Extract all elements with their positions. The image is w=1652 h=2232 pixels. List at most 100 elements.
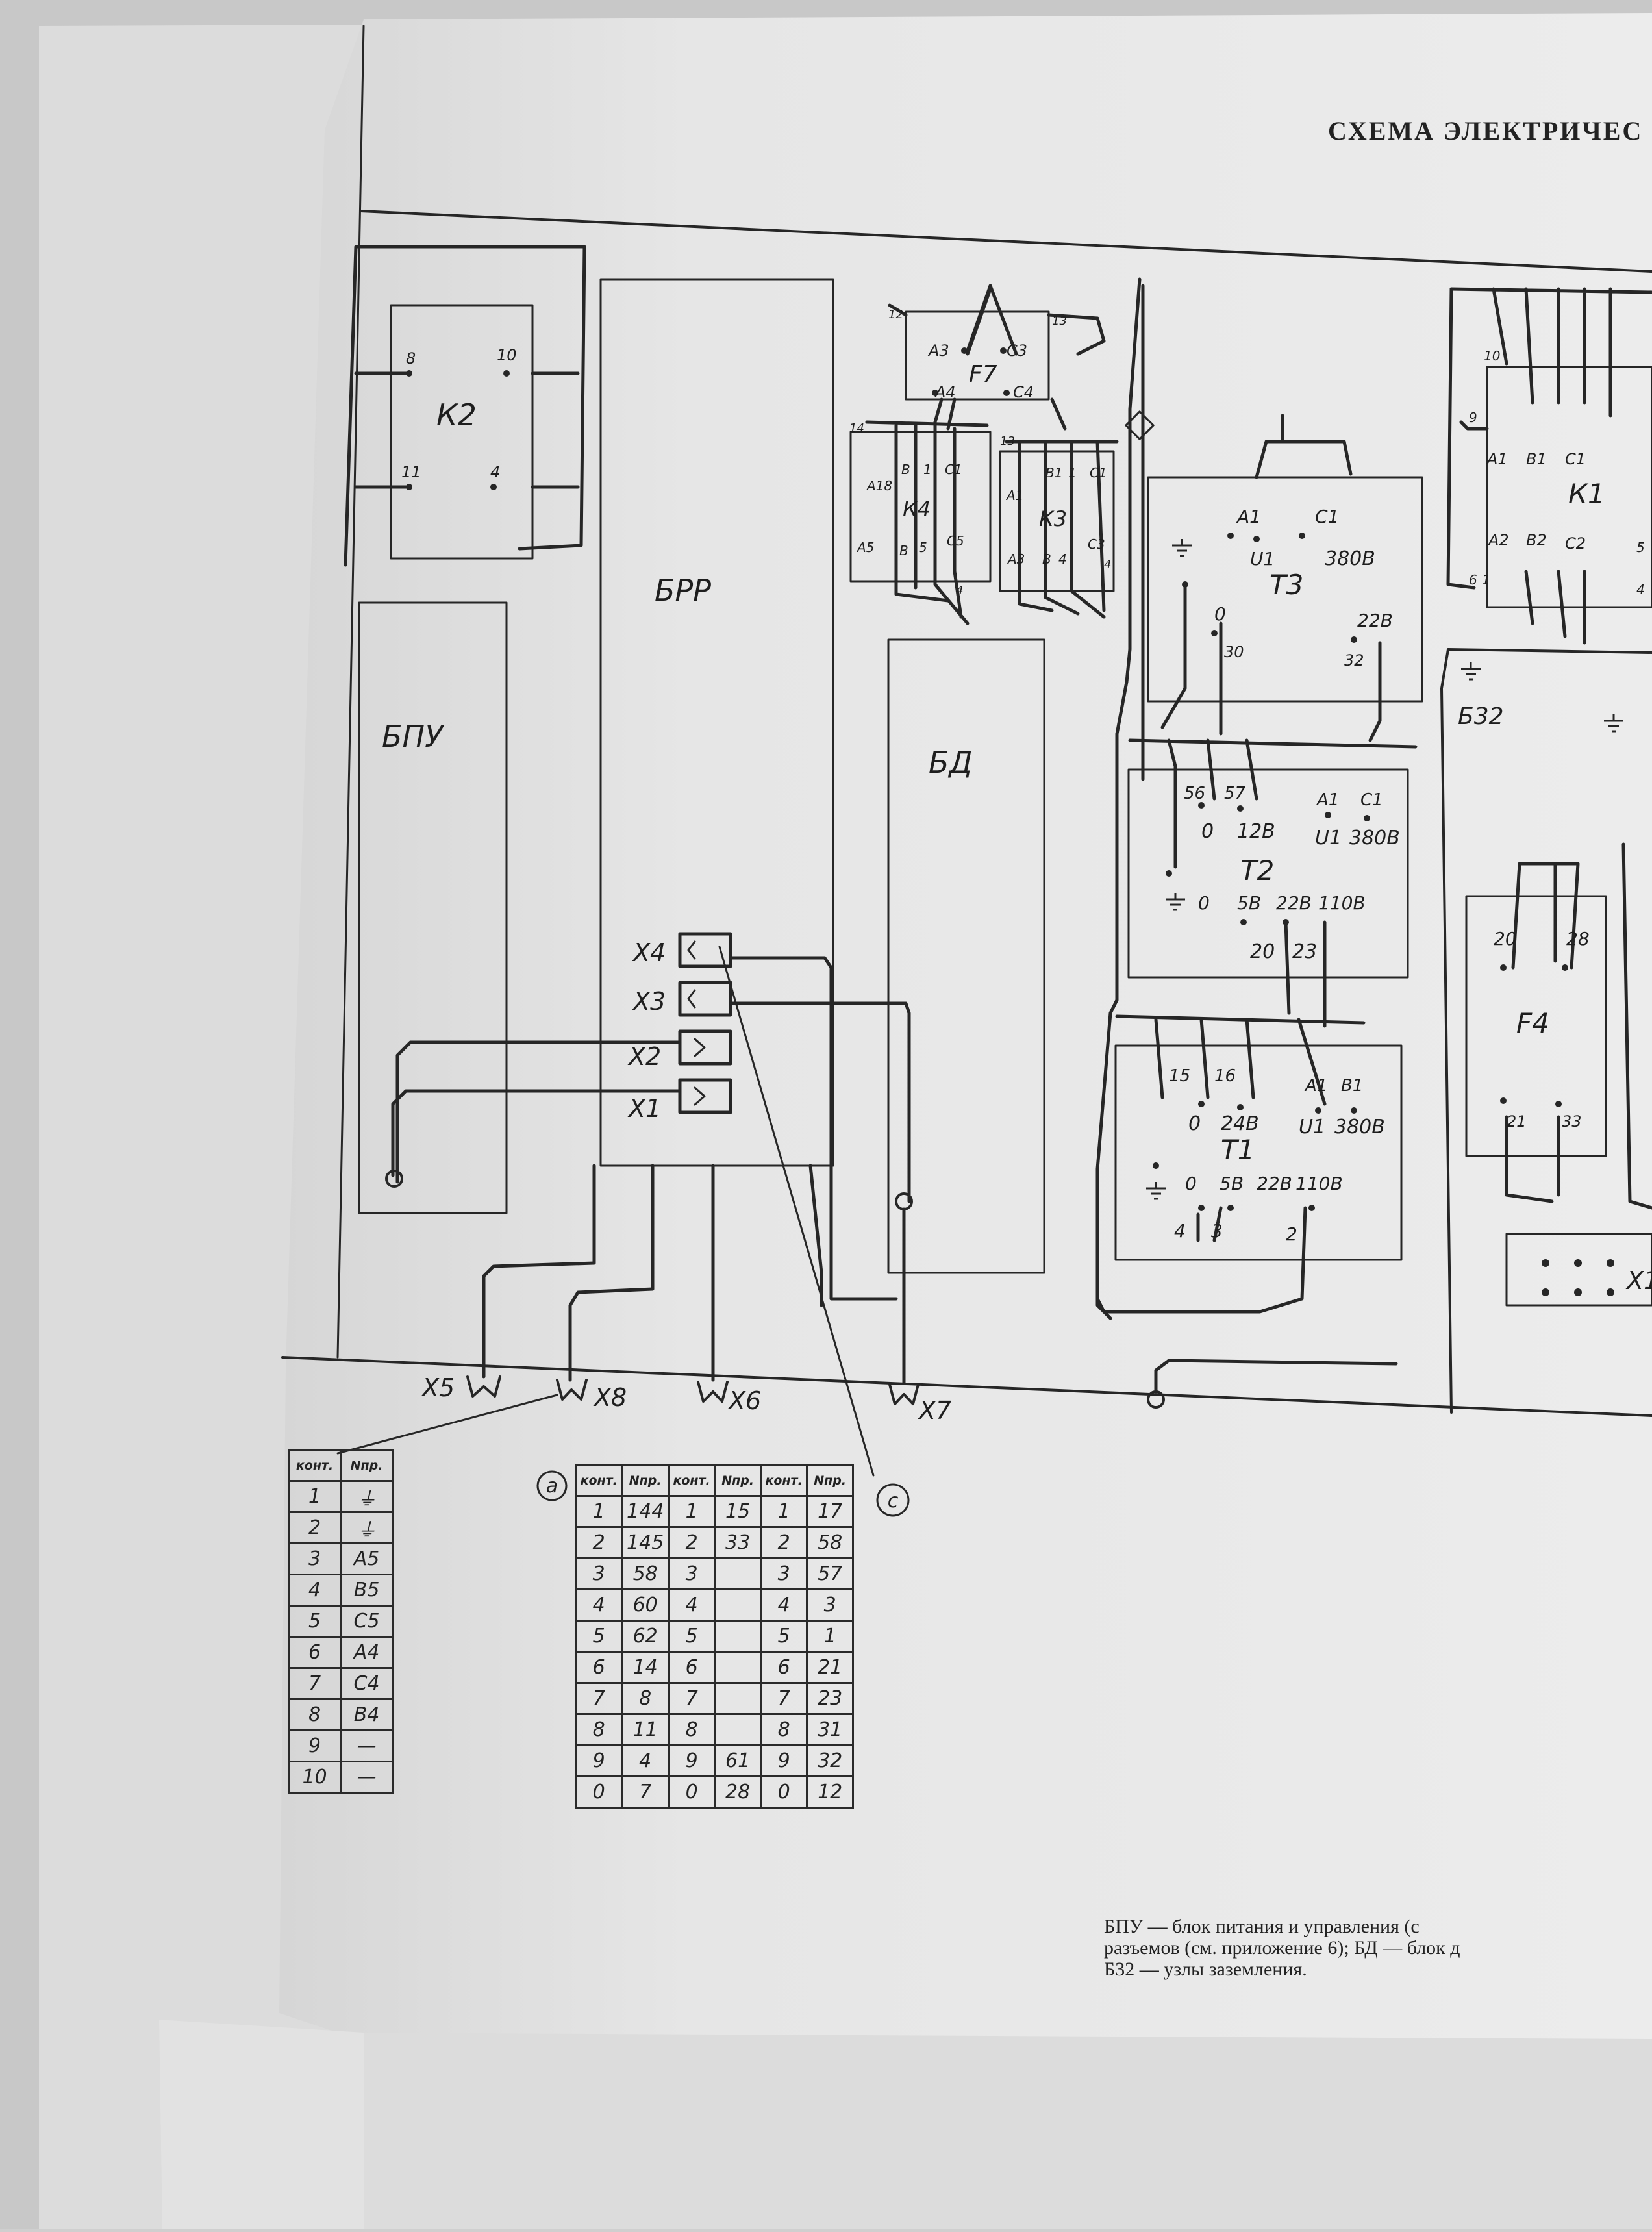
k3-pin-label: В1 xyxy=(1045,465,1062,481)
connector-chevrons xyxy=(687,940,706,1106)
table-cell: 7 xyxy=(759,1682,808,1715)
f4-pin-label: 33 xyxy=(1562,1112,1582,1131)
b32-frame xyxy=(1440,648,1652,1414)
table-header-cell: Nпр. xyxy=(714,1464,762,1497)
table-cell xyxy=(714,1588,762,1622)
x1-socket-label: X1 xyxy=(1625,1266,1652,1295)
table-cell: 2 xyxy=(759,1526,808,1559)
x6-label: X6 xyxy=(727,1386,761,1415)
k4-pin-label: 4 xyxy=(956,584,963,597)
callout-a-circle xyxy=(536,1470,568,1501)
x1-connector xyxy=(678,1078,732,1114)
table-row: 10— xyxy=(287,1761,394,1794)
t2-pin-label: 12В xyxy=(1237,820,1275,843)
k3-pin-label: А1 xyxy=(1005,488,1023,503)
f4-pin-label: 28 xyxy=(1566,928,1590,949)
k4-pin-label: В xyxy=(901,462,910,477)
k3-wires xyxy=(1005,440,1119,619)
x3-wire xyxy=(729,1001,911,1203)
k1-block xyxy=(1486,366,1652,608)
table-cell: — xyxy=(340,1761,394,1794)
x3-connector xyxy=(678,981,732,1017)
t3-pin-label: 22В xyxy=(1357,610,1393,631)
k1-pin-label: А2 xyxy=(1487,531,1509,549)
k2-label: К2 xyxy=(436,397,477,433)
table-cell: 58 xyxy=(806,1526,854,1559)
k4-pin-label: С5 xyxy=(947,533,964,549)
table-cell: 9 xyxy=(574,1744,623,1777)
f7-label: F7 xyxy=(969,361,997,388)
table-cell xyxy=(714,1557,762,1590)
table-cell: 5 xyxy=(287,1605,342,1638)
f7-pin-label: А4 xyxy=(934,383,956,401)
table-cell: 3 xyxy=(667,1557,716,1590)
t3-pin-label: С1 xyxy=(1315,506,1339,527)
f4-label: F4 xyxy=(1516,1007,1549,1039)
t1-pin-label: 24В xyxy=(1221,1112,1259,1135)
bpu-terminal xyxy=(385,1170,403,1188)
table-cell: 145 xyxy=(621,1526,670,1559)
k1-pin-label: В1 xyxy=(1526,450,1547,468)
t1-pin-label: А1 xyxy=(1304,1076,1327,1096)
table-row: 2⏚ xyxy=(287,1511,394,1544)
frame-top-line xyxy=(359,210,1652,273)
table-cell: 0 xyxy=(574,1775,623,1809)
k4-pin-label: С1 xyxy=(945,462,962,477)
k2-pin-label: 10 xyxy=(497,346,517,364)
t2-pin-label: 110В xyxy=(1318,892,1366,914)
table-cell: 62 xyxy=(621,1620,670,1653)
t2-pin-label: А1 xyxy=(1316,790,1339,810)
t1-pin-label: 15 xyxy=(1169,1066,1190,1086)
table-cell: В5 xyxy=(340,1574,394,1607)
table-cell: 7 xyxy=(667,1682,716,1715)
table-cell: — xyxy=(340,1729,394,1762)
page-title: СХЕМА ЭЛЕКТРИЧЕС xyxy=(1328,116,1644,145)
t2-pin-label: U1 xyxy=(1315,827,1342,849)
k3-pin-label: С3 xyxy=(1088,536,1105,552)
x8-label: X8 xyxy=(593,1383,627,1412)
table-cell: 3 xyxy=(574,1557,623,1590)
table-cell: 1 xyxy=(574,1495,623,1528)
table-cell: 21 xyxy=(806,1651,854,1684)
table-header-cell: конт. xyxy=(667,1464,716,1497)
t2-pin-label: 57 xyxy=(1224,784,1246,803)
table-cell: 5 xyxy=(574,1620,623,1653)
table-cell: 32 xyxy=(806,1744,854,1777)
k4-wires xyxy=(865,420,989,625)
caption-line: разъемов (см. приложение 6); БД — блок д xyxy=(1104,1937,1460,1959)
table-cell: 2 xyxy=(667,1526,716,1559)
f4-pin-label: 21 xyxy=(1507,1112,1527,1131)
page-curl xyxy=(159,2020,364,2229)
table-cell: 57 xyxy=(806,1557,854,1590)
table-cell xyxy=(714,1651,762,1684)
ground-symbols xyxy=(1146,539,1623,1200)
table-cell: В4 xyxy=(340,1698,394,1731)
bpu-block xyxy=(358,601,508,1214)
k2-wire xyxy=(344,245,586,567)
k1-pin-label: 10 xyxy=(1484,348,1500,364)
t2-pin-label: 380В xyxy=(1349,827,1400,849)
table-header-cell: конт. xyxy=(759,1464,808,1497)
table-cell: 61 xyxy=(714,1744,762,1777)
callout-c-label: c xyxy=(888,1490,899,1512)
table-header-cell: конт. xyxy=(287,1449,342,1482)
k1-pin-label: В2 xyxy=(1526,531,1547,549)
table-header-row: конт. Nпр. конт. Nпр. конт. Nпр. xyxy=(574,1464,854,1497)
callout-a-label: a xyxy=(546,1475,558,1498)
table-cell: С5 xyxy=(340,1605,394,1638)
table-cell: 144 xyxy=(621,1495,670,1528)
x8-symbol xyxy=(556,1379,588,1401)
table-cell: 4 xyxy=(574,1588,623,1622)
t1-pin-label: 380В xyxy=(1334,1116,1385,1138)
table-cell: 17 xyxy=(806,1495,854,1528)
k4-pin-label: 14 xyxy=(849,421,864,435)
